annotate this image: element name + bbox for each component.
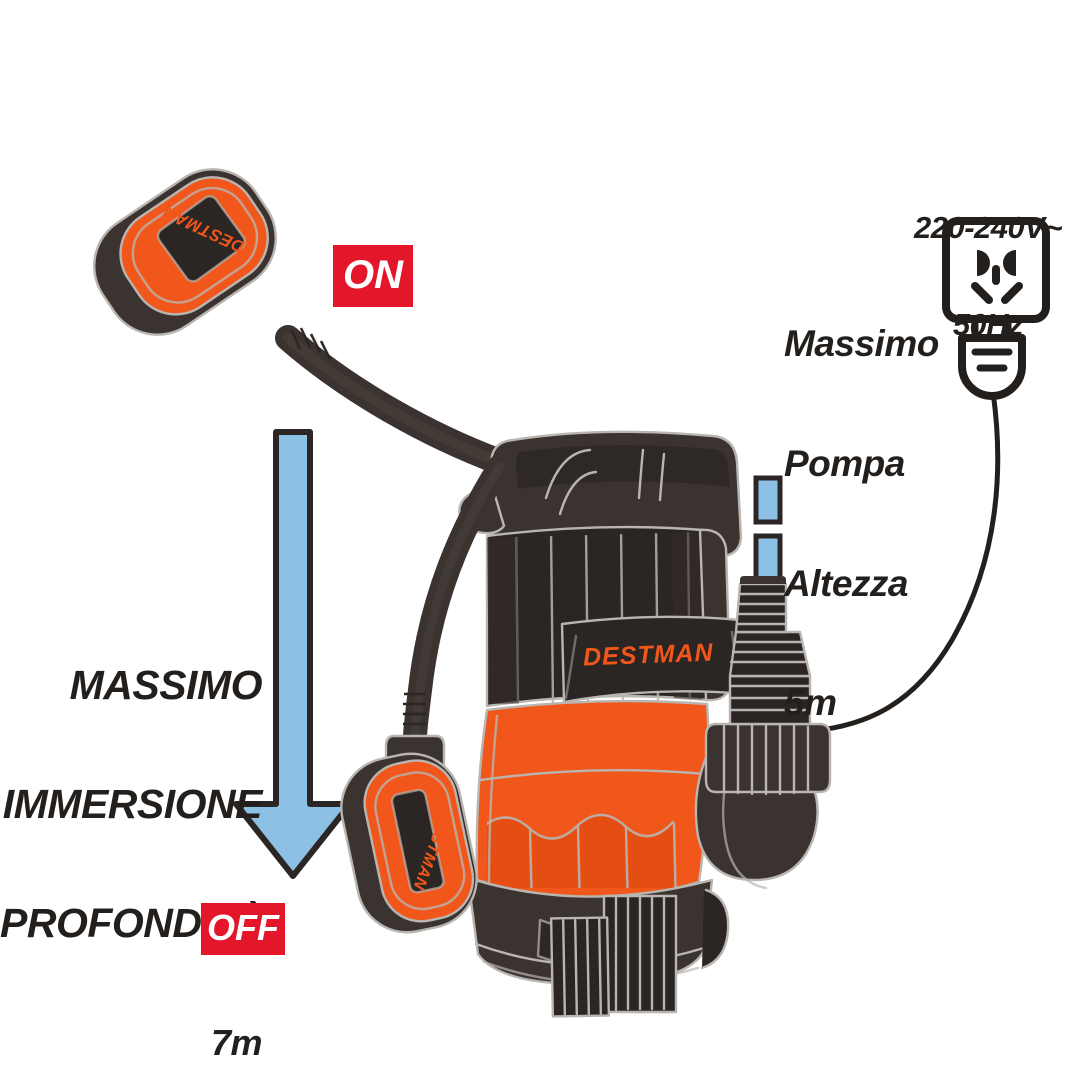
pump-mid-body <box>475 699 710 899</box>
voltage-line-1: 220-240V~ <box>913 210 1063 246</box>
float-switch-upper[interactable] <box>74 149 296 355</box>
mains-cable <box>809 389 1001 734</box>
status-badge-on: ON <box>333 245 413 307</box>
water-level-indicator-lower <box>753 533 783 583</box>
height-line-1: Massimo <box>784 322 939 364</box>
status-badge-off: OFF <box>201 903 285 955</box>
depth-value: 7m <box>210 1022 263 1064</box>
max-immersion-depth-label: MASSIMO IMMERSIONE PROFONDITÀ 7m <box>0 586 267 1080</box>
hose-adapter <box>704 576 832 796</box>
power-plug-icon <box>958 316 1026 400</box>
voltage-line-2: 50Hz <box>952 307 1024 343</box>
pump-brand-plate <box>560 615 748 704</box>
height-line-3: Altezza <box>784 562 908 604</box>
height-line-2: Pompa <box>784 442 905 484</box>
voltage-label: 220-240V~ 50Hz <box>900 148 1076 406</box>
pump-intake-slots <box>549 894 678 1018</box>
depth-line-1: MASSIMO <box>69 661 263 708</box>
max-pump-height-label: Massimo Pompa Altezza 5m <box>784 244 954 803</box>
water-level-indicator-upper <box>753 475 783 525</box>
depth-arrow-shape <box>233 429 353 879</box>
pump-base <box>466 876 730 1018</box>
depth-line-2: IMMERSIONE <box>2 780 263 827</box>
power-socket-icon <box>942 217 1050 323</box>
float-cable-upper <box>275 325 513 475</box>
float-switch-lower[interactable] <box>332 744 486 941</box>
height-value: 5m <box>784 682 837 724</box>
